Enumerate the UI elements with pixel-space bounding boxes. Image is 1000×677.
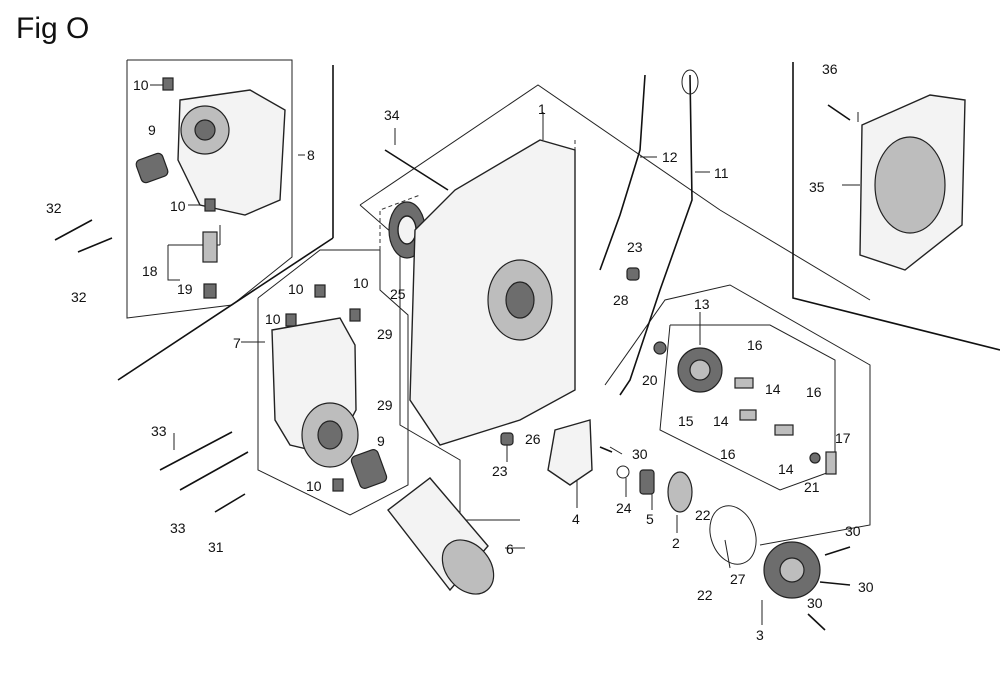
callout-16-c[interactable]: 16 — [720, 446, 736, 462]
callout-36[interactable]: 36 — [822, 61, 838, 77]
callout-22-a[interactable]: 22 — [695, 507, 711, 523]
callout-9-top[interactable]: 9 — [148, 122, 156, 138]
callout-9-bottom[interactable]: 9 — [377, 433, 385, 449]
part-2-rotor — [667, 471, 693, 513]
group-box-35 — [792, 62, 1000, 351]
callout-33-b[interactable]: 33 — [170, 520, 186, 536]
callout-11[interactable]: 11 — [714, 165, 729, 181]
callout-10-d[interactable]: 10 — [353, 275, 369, 291]
part-27-gasket — [709, 505, 757, 565]
part-12-tube — [599, 74, 646, 271]
callout-10-b[interactable]: 10 — [170, 198, 186, 214]
callout-5[interactable]: 5 — [646, 511, 654, 527]
callout-31[interactable]: 31 — [208, 539, 224, 555]
callout-30-a[interactable]: 30 — [632, 446, 648, 462]
callout-8[interactable]: 8 — [307, 147, 315, 163]
part-9-spring-bottom — [350, 449, 388, 489]
figure-title: Fig O — [16, 12, 90, 45]
callout-10-e[interactable]: 10 — [265, 311, 281, 327]
callout-23-b[interactable]: 23 — [492, 463, 508, 479]
callout-33-a[interactable]: 33 — [151, 423, 167, 439]
part-4-housing — [547, 419, 593, 486]
callout-34[interactable]: 34 — [384, 107, 400, 123]
callout-10-c[interactable]: 10 — [288, 281, 304, 297]
callout-32-b[interactable]: 32 — [71, 289, 87, 305]
callout-30-b[interactable]: 30 — [845, 523, 861, 539]
callout-7[interactable]: 7 — [233, 335, 241, 351]
callout-28[interactable]: 28 — [613, 292, 629, 308]
callout-12[interactable]: 12 — [662, 149, 678, 165]
group-box-7 — [257, 249, 409, 516]
callout-27[interactable]: 27 — [730, 571, 746, 587]
callout-29-b[interactable]: 29 — [377, 397, 393, 413]
callout-21[interactable]: 21 — [804, 479, 820, 495]
callout-14-c[interactable]: 14 — [778, 461, 794, 477]
leader-lines — [150, 84, 860, 625]
callout-3[interactable]: 3 — [756, 627, 764, 643]
callout-22-b[interactable]: 22 — [697, 587, 713, 603]
callout-13[interactable]: 13 — [694, 296, 710, 312]
callout-24[interactable]: 24 — [616, 500, 632, 516]
callout-2[interactable]: 2 — [672, 535, 680, 551]
callout-26[interactable]: 26 — [525, 431, 541, 447]
callout-15[interactable]: 15 — [678, 413, 694, 429]
callout-32-a[interactable]: 32 — [46, 200, 62, 216]
part-9-spring-top — [135, 152, 169, 184]
part-11-dipstick — [619, 74, 693, 396]
callout-30-d[interactable]: 30 — [807, 595, 823, 611]
callout-14-a[interactable]: 14 — [765, 381, 781, 397]
callout-23-a[interactable]: 23 — [627, 239, 643, 255]
callout-20[interactable]: 20 — [642, 372, 658, 388]
part-6-oil-filter — [387, 477, 495, 595]
callout-1[interactable]: 1 — [538, 101, 546, 117]
callout-35[interactable]: 35 — [809, 179, 825, 195]
callout-6[interactable]: 6 — [506, 541, 514, 557]
callout-29-a[interactable]: 29 — [377, 326, 393, 342]
part-drawings — [54, 69, 966, 631]
callout-10-a[interactable]: 10 — [133, 77, 149, 93]
callout-4[interactable]: 4 — [572, 511, 580, 527]
callout-30-c[interactable]: 30 — [858, 579, 874, 595]
callout-14-b[interactable]: 14 — [713, 413, 729, 429]
group-box-13 — [604, 284, 871, 546]
callout-25[interactable]: 25 — [390, 286, 406, 302]
group-box-8 — [126, 59, 293, 319]
callout-16-a[interactable]: 16 — [747, 337, 763, 353]
callout-16-b[interactable]: 16 — [806, 384, 822, 400]
callout-18[interactable]: 18 — [142, 263, 158, 279]
group-box-1 — [359, 84, 721, 211]
callout-10-f[interactable]: 10 — [306, 478, 322, 494]
callout-19[interactable]: 19 — [177, 281, 193, 297]
callout-17[interactable]: 17 — [835, 430, 851, 446]
